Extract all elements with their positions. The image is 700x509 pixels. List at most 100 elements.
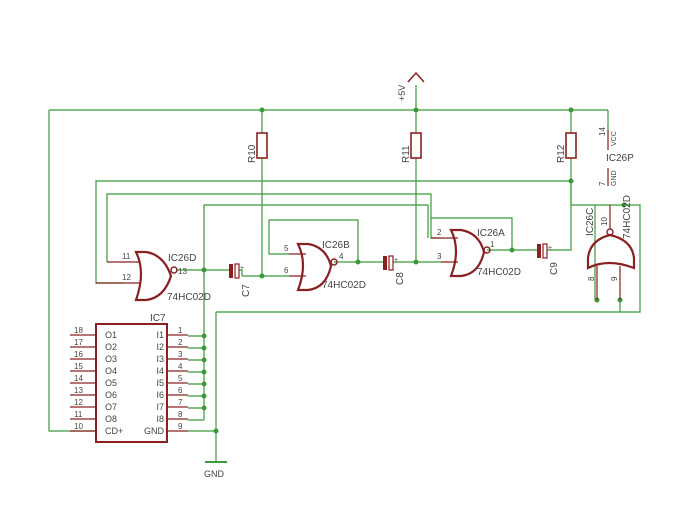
gate-ic26c-pin-out: 10 [600,217,609,226]
gate-ic26b-pin-b: 6 [284,266,289,275]
power-unit-vcc-pin: 14 [598,127,607,136]
supply-arrow [407,71,425,83]
resistor-r11[interactable]: R11 [401,132,422,163]
ic7-pin-number: 2 [178,338,183,347]
junction-dot [509,247,515,253]
junction-dot [201,369,207,375]
gate-ic26b[interactable]: 5 6 4 IC26B 74HC02D [284,240,366,292]
gate-ic26a-pin-a: 2 [437,228,442,237]
gate-ic26d[interactable]: 11 12 13 IC26D 74HC02D [96,250,211,303]
gate-ic26b-pin-out: 4 [339,252,344,261]
capacitor-c8[interactable]: + C8 [380,255,406,285]
supply-label: +5V [397,85,407,101]
junction-dot [201,267,207,273]
power-unit-ic26p[interactable]: 14 VCC IC26P 7 GND [598,127,634,186]
wire-vcc-rail [48,109,608,432]
ic7-pin-label: I6 [156,390,164,400]
capacitor-c7-label: C7 [241,284,252,297]
capacitor-c9-label: C9 [549,262,560,275]
junction-dot [201,357,207,363]
power-unit-name: IC26P [606,153,634,164]
ic7-pin-number: 3 [178,350,183,359]
capacitor-c8-polarity: + [394,257,398,264]
ic7-pin-number: 15 [74,362,83,371]
junction-dot [259,273,265,279]
gate-ic26c-value: 74HC02D [622,195,633,239]
junction-dot [259,107,265,113]
junction-dot [413,107,419,113]
wire-ic7-inputs [188,270,205,421]
wire-r10-node [261,158,289,277]
power-unit-gnd-pin: 7 [598,181,607,186]
gate-ic26c-pin-b: 9 [610,276,619,281]
ic7-pin-number: 17 [74,338,83,347]
wire-pin11-loop [106,193,441,262]
gate-ic26c-pin-a: 8 [587,276,596,281]
ic7-pin-label: O8 [105,414,117,424]
capacitor-c7[interactable]: + C7 [226,263,252,297]
ic7-pin-label: I2 [156,342,164,352]
junction-dot [568,178,574,184]
ic7-pin-number: 9 [178,422,183,431]
ground-label: GND [204,469,225,479]
junction-dot [621,202,627,208]
wire-ic26a-loop [431,217,513,250]
ic7-pin-number: 14 [74,374,83,383]
gate-ic26b-pin-a: 5 [284,244,289,253]
power-unit-gnd-label: GND [611,170,618,186]
junction-dot [413,259,419,265]
wire-ic26b-pin5 [268,240,289,255]
ic7-pin-number: 4 [178,362,183,371]
gate-ic26a-pin-out: 1 [490,240,495,249]
capacitor-c9[interactable]: + C9 [534,243,560,275]
ic7-pin-label: O5 [105,378,117,388]
junction-dot [201,405,207,411]
ic7-pin-number: 11 [74,410,83,419]
ic7-pin-number: 12 [74,398,83,407]
ic7-pin-number: 1 [178,326,183,335]
junction-dot [213,428,219,434]
ic7-pin-label: I4 [156,366,164,376]
ic7-name: IC7 [150,313,166,324]
ic7-pin-label: O2 [105,342,117,352]
ic7-pin-number: 18 [74,326,83,335]
ic7-pin-label: I7 [156,402,164,412]
gate-ic26a[interactable]: 2 3 1 IC26A 74HC02D [431,228,521,278]
gate-ic26c-name: IC26C [585,208,596,236]
gate-ic26a-pin-b: 3 [437,252,442,261]
gate-ic26b-value: 74HC02D [322,280,366,291]
junction-dot [201,393,207,399]
capacitor-c7-polarity: + [240,265,244,272]
gate-ic26d-pin-a: 11 [122,252,131,261]
gate-ic26a-name: IC26A [477,228,505,239]
ic7-pin-label: I8 [156,414,164,424]
gate-ic26d-pin-out: 13 [178,267,187,276]
resistor-r12-label: R12 [556,144,567,163]
resistor-r12[interactable]: R12 [556,132,577,163]
ic7-pin-number: 7 [178,398,183,407]
ic7-pin-number: 6 [178,386,183,395]
ic7-pin-label: I1 [156,330,164,340]
gate-ic26b-name: IC26B [322,240,350,251]
power-unit-vcc-label: VCC [611,131,618,146]
ic7-pin-label: O6 [105,390,117,400]
ic7-pin-label: GND [144,426,165,436]
resistor-r10[interactable]: R10 [247,132,268,163]
ic7-pin-label: O4 [105,366,117,376]
wire-resistor-feeds [261,110,572,133]
gate-ic26c[interactable]: 8 9 10 IC26C 74HC02D [585,195,636,300]
junction-dot [201,345,207,351]
junction-dot [201,381,207,387]
resistor-r11-label: R11 [401,145,412,163]
wire-c7-tie [203,204,429,270]
ic7-pin-number: 13 [74,386,83,395]
wire-r12-node [550,181,572,251]
junction-dot [355,259,361,265]
gate-ic26a-value: 74HC02D [477,267,521,278]
wire-ground-rail [188,204,641,462]
ic7-pin-number: 8 [178,410,183,419]
